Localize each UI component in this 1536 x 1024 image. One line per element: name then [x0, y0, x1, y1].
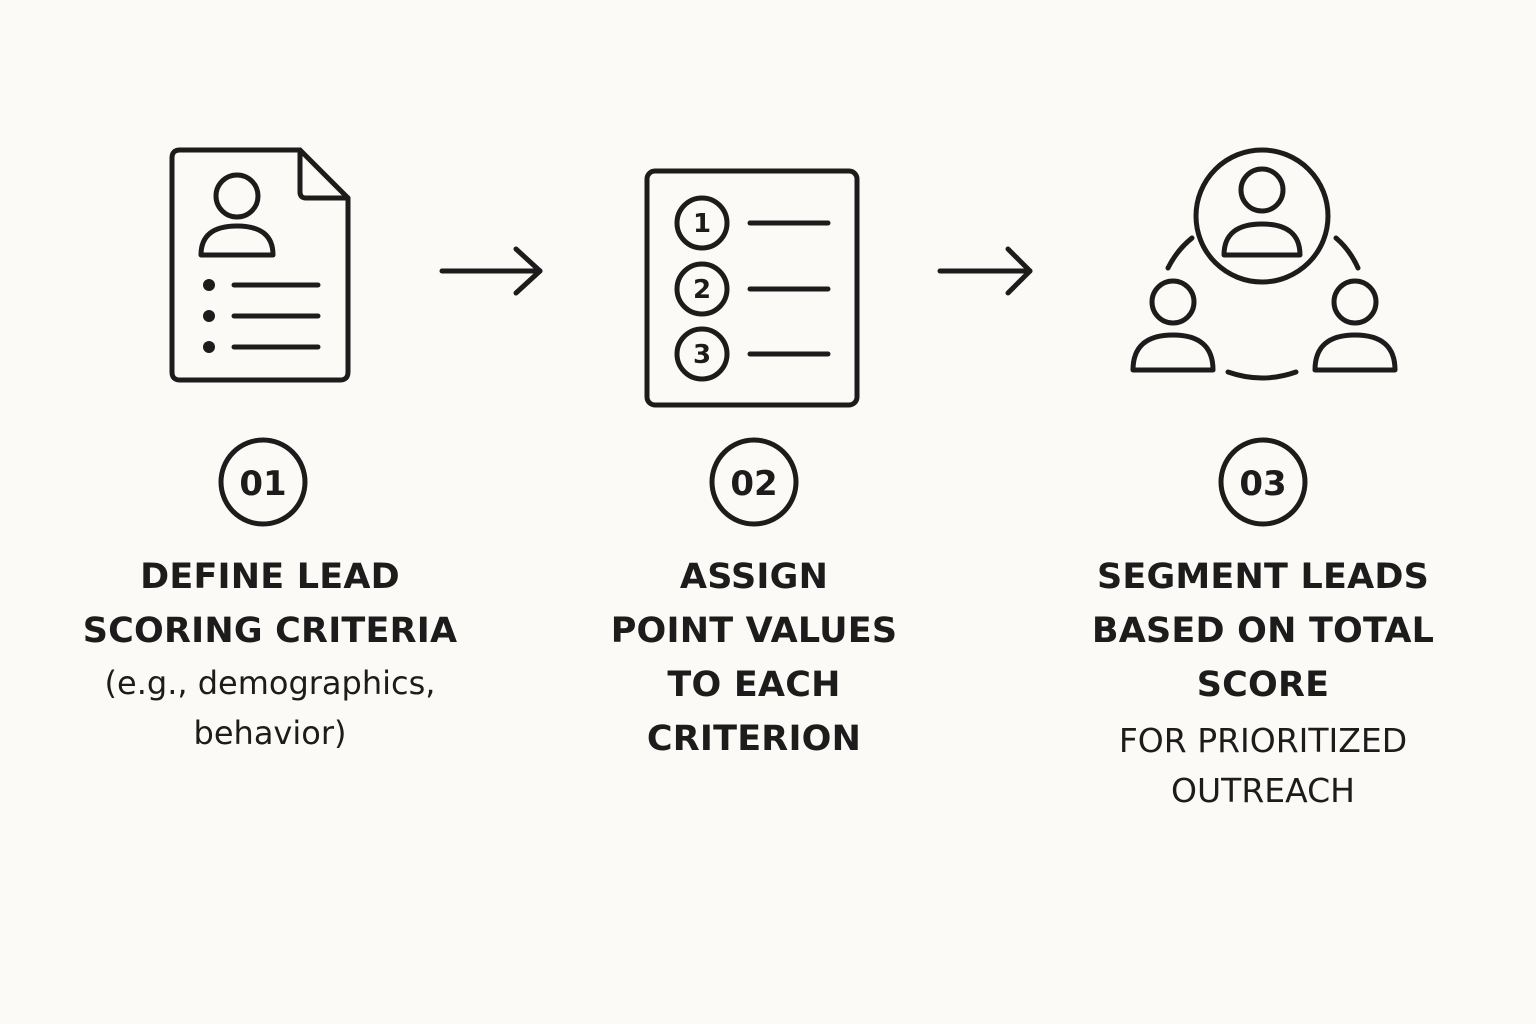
list-number-2: 2: [693, 275, 711, 305]
step-1-desc-line: behavior): [193, 714, 347, 752]
user-document-icon: [169, 147, 351, 383]
step-2-title-line: CRITERION: [646, 719, 862, 759]
list-number-3: 3: [693, 340, 711, 370]
step-3-caption: SEGMENT LEADS BASED ON TOTAL SCORE FOR P…: [1043, 550, 1483, 816]
svg-text:03: 03: [1239, 464, 1286, 504]
step-2-title-line: ASSIGN: [679, 557, 829, 597]
step-badge-02: 02: [709, 437, 799, 527]
step-1-description: (e.g., demographics, behavior): [50, 658, 490, 758]
step-3-title-line: SCORE: [1196, 665, 1330, 705]
step-3-desc-line: OUTREACH: [1171, 771, 1355, 810]
step-3-title: SEGMENT LEADS BASED ON TOTAL SCORE: [1043, 550, 1483, 712]
step-3-description: FOR PRIORITIZED OUTREACH: [1043, 716, 1483, 816]
step-2-caption: ASSIGN POINT VALUES TO EACH CRITERION: [534, 550, 974, 766]
step-1-title-line: SCORING CRITERIA: [82, 611, 458, 651]
svg-text:01: 01: [239, 464, 286, 504]
step-3-title-line: SEGMENT LEADS: [1096, 557, 1430, 597]
step-1-desc-line: (e.g., demographics,: [104, 664, 436, 702]
step-3-desc-line: FOR PRIORITIZED: [1118, 721, 1408, 760]
arrow-right-icon: [937, 246, 1033, 296]
step-2-title-line: POINT VALUES: [610, 611, 898, 651]
step-badge-03: 03: [1218, 437, 1308, 527]
step-1-caption: DEFINE LEAD SCORING CRITERIA (e.g., demo…: [50, 550, 490, 758]
step-1-title: DEFINE LEAD SCORING CRITERIA: [50, 550, 490, 658]
user-group-icon: [1130, 147, 1398, 381]
list-number-1: 1: [693, 209, 711, 239]
step-3-title-line: BASED ON TOTAL: [1091, 611, 1435, 651]
step-badge-01: 01: [218, 437, 308, 527]
step-2-title-line: TO EACH: [667, 665, 841, 705]
numbered-list-icon: 1 2 3: [644, 168, 860, 408]
arrow-right-icon: [439, 246, 543, 296]
svg-text:02: 02: [730, 464, 777, 504]
step-2-title: ASSIGN POINT VALUES TO EACH CRITERION: [534, 550, 974, 766]
step-1-title-line: DEFINE LEAD: [140, 557, 400, 597]
